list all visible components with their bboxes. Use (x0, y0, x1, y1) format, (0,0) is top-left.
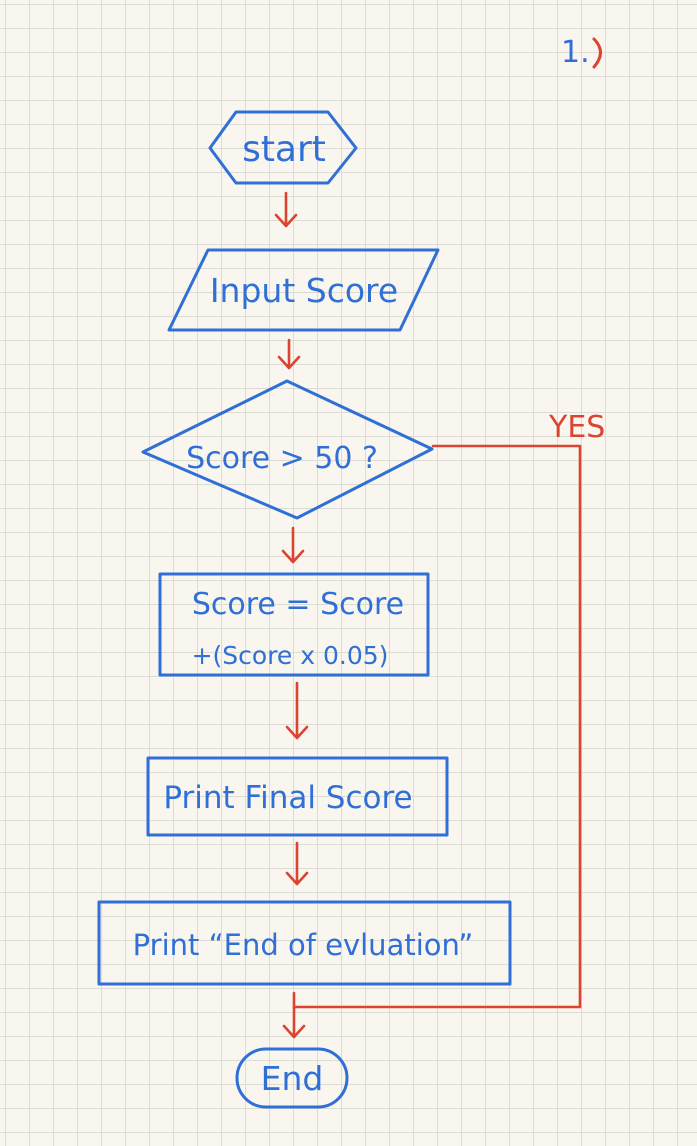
arrow-decision-to-calc (281, 526, 305, 564)
arrow-print-end-to-end (282, 991, 306, 1039)
page-number-bracket (592, 37, 602, 69)
arrow-print-final-to-print-end (285, 841, 309, 886)
start-label: start (242, 129, 326, 170)
calc-label-line1: Score = Score (192, 587, 404, 622)
calc-label-line2: +(Score x 0.05) (192, 641, 389, 670)
print-final-label: Print Final Score (163, 780, 412, 816)
yes-label: YES (548, 410, 605, 445)
page-number: 1. (561, 35, 590, 70)
decision-label: Score > 50 ? (186, 441, 378, 476)
yes-branch-line (292, 444, 582, 1009)
arrow-calc-to-print-final (285, 681, 309, 740)
calc-process-box (158, 572, 430, 677)
decision-diamond (141, 379, 434, 520)
input-label: Input Score (210, 271, 398, 310)
input-parallelogram (167, 248, 440, 332)
start-terminal (208, 110, 358, 185)
end-terminal (235, 1047, 349, 1109)
print-end-label: Print “End of evluation” (133, 928, 474, 962)
print-end-box (97, 900, 512, 986)
print-final-box (146, 756, 449, 837)
arrow-input-to-decision (277, 338, 301, 370)
arrow-start-to-input (274, 191, 298, 228)
end-label: End (261, 1059, 324, 1098)
